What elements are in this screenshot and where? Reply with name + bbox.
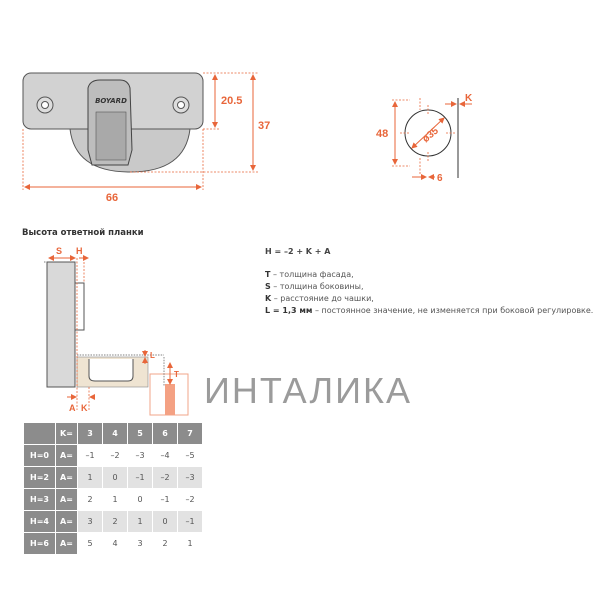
cell: –1 <box>85 451 95 460</box>
row-a: A= <box>56 533 77 554</box>
dim-cup-diameter: ø35 <box>421 125 442 145</box>
watermark-logo: ИНТАЛИКА <box>204 370 412 411</box>
legend-key: L = 1,3 мм <box>265 306 313 315</box>
cell: –2 <box>153 467 177 488</box>
cell: –3 <box>135 451 145 460</box>
cell: –1 <box>160 495 170 504</box>
row-a: A= <box>56 467 77 488</box>
hinge-plate-drawing: BOYARD 66 20.5 37 <box>22 72 270 204</box>
row-h: H=0 <box>24 445 55 466</box>
cell: –2 <box>110 451 120 460</box>
cell: 1 <box>187 539 193 548</box>
label-h: H <box>76 246 83 256</box>
cell: 0 <box>103 467 127 488</box>
legend-item: K – расстояние до чашки, <box>265 294 374 303</box>
cup-hole-drawing: 48 ø35 6 K <box>376 93 473 184</box>
cell: 0 <box>137 495 143 504</box>
row-a: A= <box>56 511 77 532</box>
legend-text: – толщина боковины, <box>270 282 364 291</box>
cell: –1 <box>178 511 202 532</box>
dim-cup-height: 48 <box>376 128 388 140</box>
legend-key: K <box>265 294 272 303</box>
header-cell: 6 <box>153 423 177 444</box>
legend-item: T – толщина фасада, <box>265 270 354 279</box>
legend-text: – толщина фасада, <box>270 270 354 279</box>
dim-total-height: 37 <box>258 120 270 132</box>
legend-text: – расстояние до чашки, <box>271 294 374 303</box>
cell: 5 <box>87 539 93 548</box>
cell: 3 <box>137 539 143 548</box>
cell: 1 <box>112 495 118 504</box>
brand-logo: BOYARD <box>95 97 127 105</box>
legend-key: S <box>265 282 271 291</box>
dim-k: K <box>465 93 473 104</box>
legend-text: – постоянное значение, не изменяется при… <box>312 306 594 315</box>
header-cell: K= <box>56 423 77 444</box>
cell: 1 <box>128 511 152 532</box>
header-cell: 5 <box>128 423 152 444</box>
label-l: L <box>150 351 155 360</box>
side-section-drawing: S H L T A K <box>44 246 189 416</box>
cell: 1 <box>78 467 102 488</box>
row-a: A= <box>56 445 77 466</box>
cell: 2 <box>103 511 127 532</box>
row-a: A= <box>56 489 77 510</box>
cell: 2 <box>162 539 168 548</box>
row-h: H=4 <box>24 511 55 532</box>
section-title: Высота ответной планки <box>22 228 144 238</box>
header-cell: 4 <box>103 423 127 444</box>
formula: H = –2 + K + A <box>265 247 331 256</box>
cell: 4 <box>112 539 118 548</box>
row-h: H=2 <box>24 467 55 488</box>
cell: –5 <box>185 451 195 460</box>
cell: –2 <box>185 495 195 504</box>
label-k: K <box>81 403 88 413</box>
cell: –1 <box>128 467 152 488</box>
header-cell: 3 <box>78 423 102 444</box>
header-cell: 7 <box>178 423 202 444</box>
cell: –4 <box>160 451 170 460</box>
label-a: A <box>69 403 76 413</box>
cell: 0 <box>153 511 177 532</box>
dim-cup-offset: 6 <box>437 173 443 184</box>
cell: 3 <box>78 511 102 532</box>
cell: –3 <box>178 467 202 488</box>
header-cell <box>24 423 55 444</box>
label-t: T <box>174 370 179 379</box>
label-s: S <box>56 246 62 256</box>
legend-item: L = 1,3 мм – постоянное значение, не изм… <box>265 306 593 315</box>
row-h: H=6 <box>24 533 55 554</box>
legend-item: S – толщина боковины, <box>265 282 364 291</box>
legend-key: T <box>265 270 271 279</box>
row-h: H=3 <box>24 489 55 510</box>
dim-width: 66 <box>106 192 118 204</box>
dim-plate-height: 20.5 <box>221 95 242 107</box>
cell: 2 <box>87 495 93 504</box>
table-header-row: K= 3 4 5 6 7 <box>24 423 202 444</box>
